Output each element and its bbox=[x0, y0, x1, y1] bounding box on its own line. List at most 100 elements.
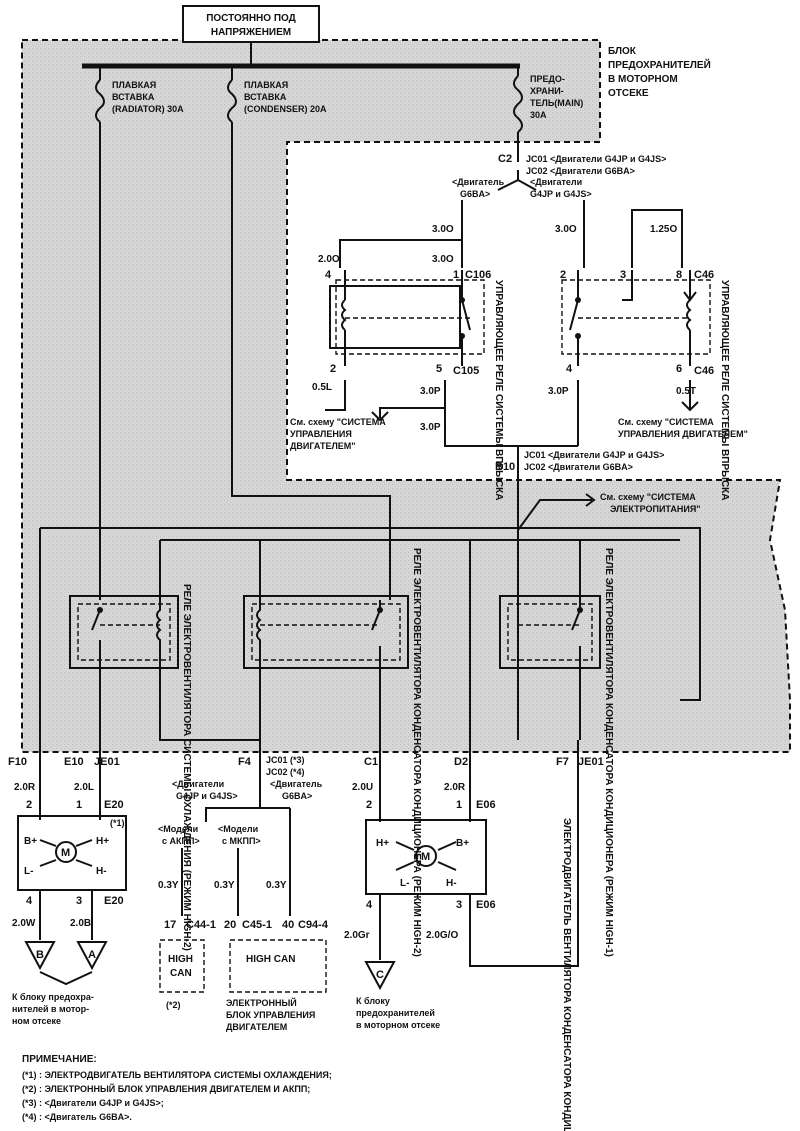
svg-text:C45-1: C45-1 bbox=[242, 919, 272, 931]
svg-text:(*3) : <Двигатели G4JP и G4JS>: (*3) : <Двигатели G4JP и G4JS>; bbox=[22, 1098, 164, 1108]
notes: ПРИМЕЧАНИЕ: (*1) : ЭЛЕКТРОДВИГАТЕЛЬ ВЕНТ… bbox=[22, 1054, 332, 1122]
svg-text:C105: C105 bbox=[453, 365, 479, 377]
svg-text:CAN: CAN bbox=[170, 968, 192, 979]
svg-text:40: 40 bbox=[282, 919, 294, 931]
svg-text:2.0R: 2.0R bbox=[444, 782, 466, 793]
svg-text:4: 4 bbox=[566, 363, 573, 375]
fuse-box-title-2: ПРЕДОХРАНИТЕЛЕЙ bbox=[608, 58, 711, 71]
svg-text:ПЛАВКАЯ: ПЛАВКАЯ bbox=[112, 80, 156, 90]
svg-text:F10: F10 bbox=[8, 756, 27, 768]
fuse-box-title-1: БЛОК bbox=[608, 46, 637, 57]
relay-right-block: 3.0O 1.25O 2 3 8 C46 4 6 C46 3.0P 0.5T С… bbox=[548, 209, 748, 501]
conn-top-g4-2: G4JP и G4JS> bbox=[530, 189, 592, 199]
svg-text:E20: E20 bbox=[104, 799, 124, 811]
power-note-1: См. схему "СИСТЕМА bbox=[600, 492, 696, 502]
svg-text:G4JP и G4JS>: G4JP и G4JS> bbox=[176, 791, 238, 801]
mid-b10: B10 bbox=[495, 461, 515, 473]
svg-text:17: 17 bbox=[164, 919, 176, 931]
svg-text:A: A bbox=[88, 949, 96, 961]
svg-text:РЕЛЕ ЭЛЕКТРОВЕНТИЛЯТОРА КОНДЕН: РЕЛЕ ЭЛЕКТРОВЕНТИЛЯТОРА КОНДЕНСАТОРА КОН… bbox=[603, 548, 614, 957]
ground-c: C bbox=[364, 961, 396, 991]
relay-r2: РЕЛЕ ЭЛЕКТРОВЕНТИЛЯТОРА КОНДЕНСАТОРА КОН… bbox=[243, 540, 422, 957]
svg-text:20: 20 bbox=[224, 919, 236, 931]
relay-right-label: УПРАВЛЯЮЩЕЕ РЕЛЕ СИСТЕМЫ ВПРЫСКА bbox=[719, 280, 730, 501]
svg-text:с МКПП>: с МКПП> bbox=[222, 836, 261, 846]
svg-text:3: 3 bbox=[456, 899, 462, 911]
svg-text:M: M bbox=[421, 851, 430, 863]
conn-top-g6ba-1: <Двигатель bbox=[452, 177, 505, 187]
svg-text:6: 6 bbox=[676, 363, 682, 375]
svg-text:30A: 30A bbox=[530, 110, 547, 120]
svg-text:0.3Y: 0.3Y bbox=[214, 880, 235, 891]
svg-text:3.0P: 3.0P bbox=[420, 386, 441, 397]
svg-text:ЭЛЕКТРОННЫЙ: ЭЛЕКТРОННЫЙ bbox=[226, 997, 297, 1008]
svg-text:<Модели: <Модели bbox=[158, 824, 198, 834]
relay-left-label: УПРАВЛЯЮЩЕЕ РЕЛЕ СИСТЕМЫ ВПРЫСКА bbox=[493, 280, 504, 501]
svg-text:<Модели: <Модели bbox=[218, 824, 258, 834]
svg-text:0.5T: 0.5T bbox=[676, 386, 696, 397]
svg-text:0.5L: 0.5L bbox=[312, 382, 332, 393]
svg-text:с АКПП>: с АКПП> bbox=[162, 836, 200, 846]
svg-text:1: 1 bbox=[453, 269, 459, 281]
svg-text:2.0G/O: 2.0G/O bbox=[426, 930, 458, 941]
svg-text:УПРАВЛЕНИЯ: УПРАВЛЕНИЯ bbox=[290, 429, 352, 439]
svg-text:УПРАВЛЕНИЯ ДВИГАТЕЛЕМ": УПРАВЛЕНИЯ ДВИГАТЕЛЕМ" bbox=[618, 429, 748, 439]
fuse-box-title-4: ОТСЕКЕ bbox=[608, 88, 649, 99]
svg-text:B+: B+ bbox=[456, 838, 469, 849]
ground-right-note-1: К блоку bbox=[356, 996, 390, 1006]
svg-text:JC01 (*3): JC01 (*3) bbox=[266, 755, 305, 765]
svg-text:JE01: JE01 bbox=[578, 756, 604, 768]
svg-text:ХРАНИ-: ХРАНИ- bbox=[530, 86, 564, 96]
svg-text:2: 2 bbox=[26, 799, 32, 811]
svg-text:C94-4: C94-4 bbox=[298, 919, 329, 931]
svg-text:F4: F4 bbox=[238, 756, 252, 768]
svg-text:H+: H+ bbox=[376, 838, 389, 849]
svg-text:2.0L: 2.0L bbox=[74, 782, 94, 793]
svg-text:L-: L- bbox=[400, 878, 409, 889]
svg-text:C46: C46 bbox=[694, 365, 714, 377]
svg-text:8: 8 bbox=[676, 269, 682, 281]
conn-top-g6ba-2: G6BA> bbox=[460, 189, 490, 199]
conn-top-jc02: JC02 <Двигатели G6BA> bbox=[526, 166, 635, 176]
svg-text:0.3Y: 0.3Y bbox=[266, 880, 287, 891]
svg-text:D2: D2 bbox=[454, 756, 468, 768]
svg-text:HIGH CAN: HIGH CAN bbox=[246, 954, 295, 965]
fuse-radiator: ПЛАВКАЯ ВСТАВКА (RADIATOR) 30A bbox=[95, 66, 184, 123]
svg-text:JE01: JE01 bbox=[94, 756, 120, 768]
svg-text:ПРИМЕЧАНИЕ:: ПРИМЕЧАНИЕ: bbox=[22, 1054, 97, 1065]
svg-text:H+: H+ bbox=[96, 836, 109, 847]
svg-text:4: 4 bbox=[366, 899, 373, 911]
svg-text:2.0O: 2.0O bbox=[318, 254, 340, 265]
header-line1: ПОСТОЯННО ПОД bbox=[206, 13, 296, 24]
svg-text:2: 2 bbox=[366, 799, 372, 811]
svg-text:ДВИГАТЕЛЕМ: ДВИГАТЕЛЕМ bbox=[226, 1022, 287, 1032]
svg-text:2.0B: 2.0B bbox=[70, 918, 91, 929]
mid-jc01: JC01 <Двигатели G4JP и G4JS> bbox=[524, 450, 664, 460]
relay-left-block: 3.0O 2.0O 3.0O 4 1 C106 2 5 C105 0.5L 3.… bbox=[290, 224, 504, 501]
svg-text:B+: B+ bbox=[24, 836, 37, 847]
svg-text:2: 2 bbox=[560, 269, 566, 281]
svg-text:C44-1: C44-1 bbox=[186, 919, 216, 931]
svg-text:1: 1 bbox=[76, 799, 82, 811]
svg-text:C106: C106 bbox=[465, 269, 491, 281]
ground-left-note-1: К блоку предохра- bbox=[12, 992, 94, 1002]
ground-left-note-3: ном отсеке bbox=[12, 1016, 61, 1026]
svg-text:3.0P: 3.0P bbox=[548, 386, 569, 397]
svg-text:E20: E20 bbox=[104, 895, 124, 907]
svg-text:L-: L- bbox=[24, 866, 33, 877]
svg-text:F7: F7 bbox=[556, 756, 569, 768]
ground-a: A bbox=[76, 941, 108, 971]
svg-text:ТЕЛЬ(MAIN): ТЕЛЬ(MAIN) bbox=[530, 98, 583, 108]
header-box bbox=[182, 5, 320, 43]
ground-left-note-2: нителей в мотор- bbox=[12, 1004, 89, 1014]
svg-text:2.0U: 2.0U bbox=[352, 782, 373, 793]
fuse-box-title-3: В МОТОРНОМ bbox=[608, 74, 678, 85]
svg-text:РЕЛЕ ЭЛЕКТРОВЕНТИЛЯТОРА СИСТЕМ: РЕЛЕ ЭЛЕКТРОВЕНТИЛЯТОРА СИСТЕМЫ ОХЛАЖДЕН… bbox=[181, 584, 192, 951]
svg-text:3.0O: 3.0O bbox=[555, 224, 577, 235]
svg-text:0.3Y: 0.3Y bbox=[158, 880, 179, 891]
svg-text:(RADIATOR) 30A: (RADIATOR) 30A bbox=[112, 104, 184, 114]
svg-text:E10: E10 bbox=[64, 756, 84, 768]
motor-right-block: 2.0U 2.0R 2 1 E06 M H+ B+ L- H- 4 3 E06 … bbox=[344, 740, 579, 1131]
svg-text:ДВИГАТЕЛЕМ": ДВИГАТЕЛЕМ" bbox=[290, 441, 356, 451]
